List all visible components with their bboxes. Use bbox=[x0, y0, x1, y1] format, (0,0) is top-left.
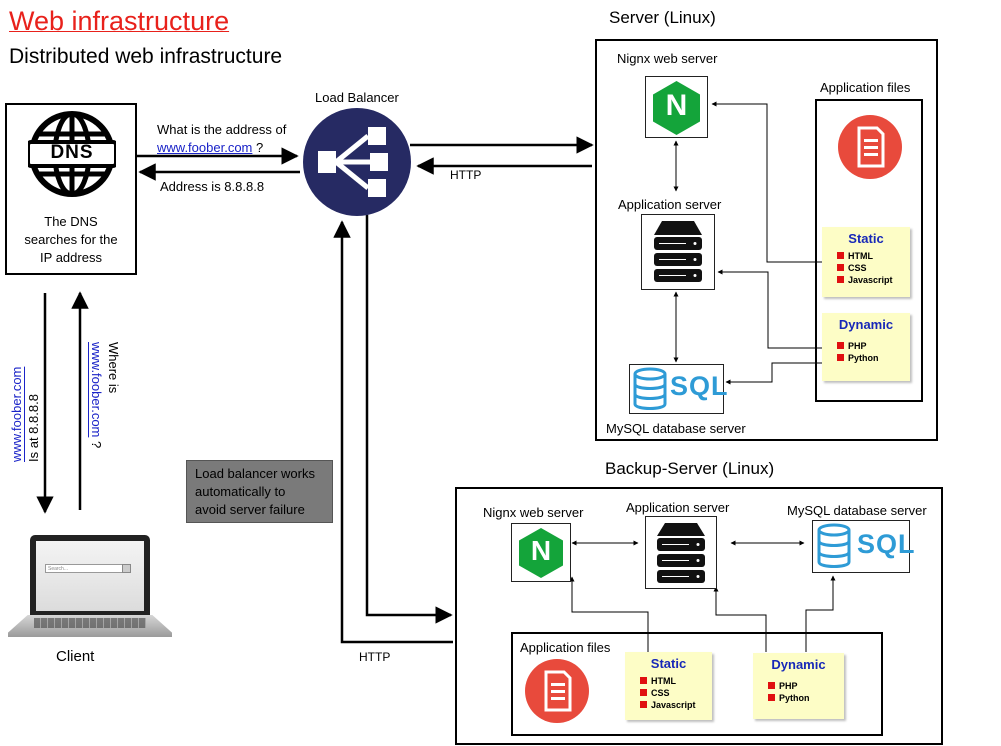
server-title: Server (Linux) bbox=[609, 8, 716, 27]
server-static-item: Javascript bbox=[837, 274, 904, 286]
backup-static-item: HTML bbox=[640, 675, 706, 687]
dns-caption-line1: The DNS bbox=[44, 214, 98, 229]
client-reply-value: Is at 8.8.8.8 bbox=[26, 394, 41, 462]
server-dynamic-item: Python bbox=[837, 352, 904, 364]
backup-dynamic-note: Dynamic PHP Python bbox=[753, 653, 844, 719]
sql-text: SQL bbox=[857, 529, 916, 559]
client-reply-text: www.foober.com Is at 8.8.8.8 bbox=[8, 346, 42, 462]
backup-mysql-box: SQL bbox=[812, 520, 915, 573]
server-app-server-label: Application server bbox=[618, 197, 722, 212]
laptop-display bbox=[36, 541, 144, 611]
backup-app-files-icon bbox=[525, 659, 589, 723]
client-reply-link[interactable]: www.foober.com bbox=[9, 366, 24, 462]
dns-globe-icon bbox=[28, 111, 116, 197]
server-static-head: Static bbox=[848, 231, 884, 246]
server-nginx-label: Nignx web server bbox=[617, 51, 718, 66]
nginx-letter: N bbox=[665, 89, 688, 122]
note-line1: Load balancer works bbox=[195, 466, 315, 481]
nginx-letter: N bbox=[530, 535, 552, 566]
client-ask-text: Where is www.foober.com ? bbox=[88, 342, 122, 470]
http-label-backup: HTTP bbox=[359, 650, 391, 664]
server-static-item: CSS bbox=[837, 262, 904, 274]
note-line3: avoid server failure bbox=[195, 502, 305, 517]
client-ask-prefix: Where is bbox=[106, 342, 121, 394]
backup-static-note: Static HTML CSS Javascript bbox=[625, 652, 712, 720]
client-label: Client bbox=[56, 648, 95, 665]
sql-database-icon bbox=[633, 367, 667, 410]
backup-dynamic-item: Python bbox=[768, 692, 838, 704]
server-app-files-label: Application files bbox=[820, 80, 911, 95]
dns-question: What is the address of www.foober.com ? bbox=[157, 121, 286, 157]
laptop-search-placeholder: Search... bbox=[48, 566, 69, 572]
backup-dynamic-list: PHP Python bbox=[768, 680, 838, 704]
arrow-lb-to-backup bbox=[365, 215, 453, 624]
server-mysql-label: MySQL database server bbox=[606, 421, 746, 436]
server-mysql-box: SQL bbox=[629, 364, 728, 414]
backup-dynamic-head: Dynamic bbox=[771, 657, 826, 672]
backup-static-head: Static bbox=[650, 656, 687, 671]
dns-question-text: What is the address of bbox=[157, 122, 287, 137]
server-static-item: HTML bbox=[837, 250, 904, 262]
http-label-primary: HTTP bbox=[450, 168, 482, 182]
laptop-search-box[interactable]: Search... bbox=[45, 564, 129, 573]
laptop-search-button bbox=[122, 564, 131, 573]
dns-caption: The DNS searches for the IP address bbox=[5, 213, 137, 267]
nginx-icon bbox=[653, 81, 700, 135]
server-nginx-box: N bbox=[645, 76, 708, 138]
server-dynamic-list: PHP Python bbox=[837, 340, 904, 364]
backup-app-server-label: Application server bbox=[626, 500, 730, 515]
backup-server-title: Backup-Server (Linux) bbox=[605, 459, 775, 478]
backup-static-item: CSS bbox=[640, 687, 706, 699]
backup-dynamic-item: PHP bbox=[768, 680, 838, 692]
backup-nginx-label: Nignx web server bbox=[483, 505, 584, 520]
dns-caption-line2: searches for the bbox=[24, 232, 118, 247]
server-app-files-icon bbox=[838, 115, 902, 179]
server-app-server-box bbox=[641, 214, 715, 290]
load-balancer-icon bbox=[303, 108, 411, 216]
server-dynamic-item: PHP bbox=[837, 340, 904, 352]
load-balancer-label: Load Balancer bbox=[315, 90, 399, 105]
app-server-icon bbox=[657, 523, 705, 583]
backup-nginx-box: N bbox=[511, 523, 571, 582]
server-static-list: HTML CSS Javascript bbox=[837, 250, 904, 286]
laptop-icon: Search... bbox=[8, 535, 172, 645]
app-server-icon bbox=[654, 221, 702, 282]
server-dynamic-head: Dynamic bbox=[838, 317, 894, 332]
sql-text: SQL bbox=[670, 371, 729, 401]
page-title: Web infrastructure bbox=[9, 6, 230, 36]
laptop-keyboard bbox=[34, 618, 146, 628]
backup-mysql-label: MySQL database server bbox=[787, 503, 927, 518]
dns-icon-text: DNS bbox=[50, 142, 94, 163]
nginx-icon bbox=[519, 528, 563, 578]
dns-caption-line3: IP address bbox=[40, 250, 102, 265]
backup-app-files-label: Application files bbox=[520, 640, 611, 655]
client-ask-link[interactable]: www.foober.com bbox=[89, 342, 104, 438]
backup-static-item: Javascript bbox=[640, 699, 706, 711]
load-balancer-note: Load balancer works automatically to avo… bbox=[186, 460, 333, 523]
note-line2: automatically to bbox=[195, 484, 286, 499]
sql-database-icon bbox=[817, 523, 851, 568]
dns-answer: Address is 8.8.8.8 bbox=[160, 179, 265, 194]
backup-static-list: HTML CSS Javascript bbox=[640, 675, 706, 711]
backup-app-server-box bbox=[645, 516, 717, 589]
server-dynamic-note: Dynamic PHP Python bbox=[822, 313, 910, 381]
page-subtitle: Distributed web infrastructure bbox=[9, 45, 283, 68]
client-ask-suffix: ? bbox=[89, 441, 104, 449]
dns-question-link[interactable]: www.foober.com bbox=[157, 140, 253, 155]
dns-question-suffix: ? bbox=[256, 140, 264, 155]
arrow-backup-to-lb bbox=[333, 220, 453, 644]
server-static-note: Static HTML CSS Javascript bbox=[822, 227, 910, 297]
